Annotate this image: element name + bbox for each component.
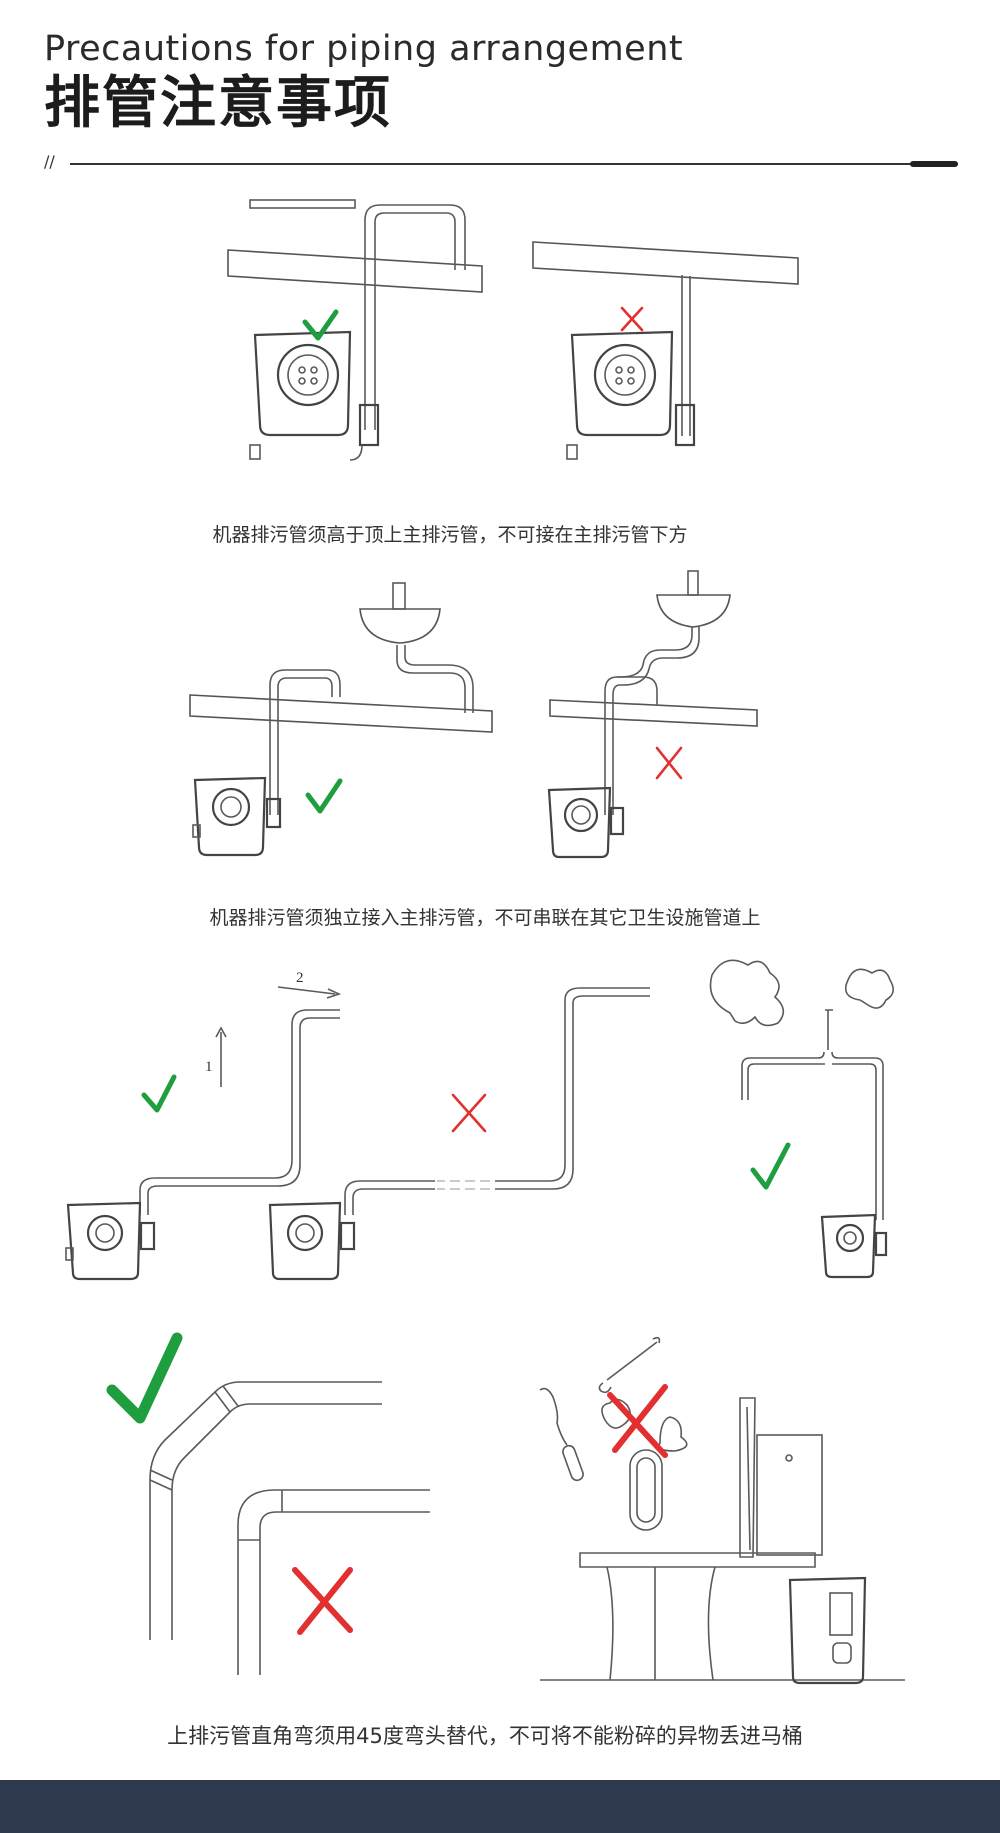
divider-line (70, 163, 958, 165)
debris-items-icon (539, 1336, 688, 1531)
caption-section1: 机器排污管须高于顶上主排污管，不可接在主排污管下方 (212, 524, 688, 546)
header-divider: // (44, 152, 958, 176)
step-arrow-right-icon: 2 (277, 970, 342, 999)
section4-toilet-debris-diagram (539, 1336, 905, 1685)
section2-correct-diagram (189, 582, 493, 857)
section4-elbow-diagram (106, 1332, 430, 1675)
green-check-icon (305, 778, 343, 814)
caption-section2: 机器排污管须独立接入主排污管，不可串联在其它卫生设施管道上 (209, 907, 761, 929)
section2-wrong-diagram (547, 570, 758, 859)
pump-unit-icon (547, 786, 625, 859)
big-red-cross-icon (292, 1567, 353, 1635)
page-title-chinese: 排管注意事项 (44, 71, 392, 136)
green-check-icon (302, 309, 339, 341)
divider-accent (910, 161, 958, 167)
red-cross-icon (451, 1093, 487, 1133)
big-green-check-icon (106, 1332, 183, 1424)
section3-vent-correct-diagram (709, 959, 894, 1279)
green-check-icon (141, 1074, 177, 1113)
smell-cloud-right-icon (844, 968, 894, 1009)
step-arrow-up-icon: 1 (205, 1026, 227, 1087)
step-label-2: 2 (296, 970, 304, 986)
pump-unit-icon (788, 1576, 867, 1685)
pump-unit-icon (268, 1201, 356, 1281)
page-header: Precautions for piping arrangement 排管注意事… (44, 28, 683, 136)
pump-unit-icon (65, 1201, 156, 1281)
pump-unit-icon (249, 199, 380, 461)
section3-long-run-wrong-diagram (268, 987, 650, 1281)
pump-unit-icon (192, 776, 282, 857)
toilet-icon (540, 1397, 905, 1681)
green-check-icon (750, 1142, 791, 1190)
smell-cloud-left-icon (709, 959, 785, 1027)
section1-correct-diagram (227, 199, 483, 461)
footer-bar (0, 1780, 1000, 1833)
elbow-45-degree-icon (149, 1381, 382, 1640)
page-title-english: Precautions for piping arrangement (44, 29, 684, 69)
section1-wrong-diagram (532, 241, 799, 460)
pump-unit-icon (820, 1213, 888, 1279)
step-label-1: 1 (205, 1059, 213, 1075)
elbow-90-degree-icon (237, 1489, 430, 1675)
pump-unit-icon (566, 330, 696, 460)
red-cross-icon (655, 746, 683, 780)
divider-mark: // (44, 152, 55, 171)
caption-section4: 上排污管直角弯须用45度弯头替代，不可将不能粉碎的异物丢进马桶 (167, 1724, 803, 1748)
red-cross-icon (620, 306, 644, 332)
section3-stepped-correct-diagram: 1 2 (65, 970, 342, 1281)
